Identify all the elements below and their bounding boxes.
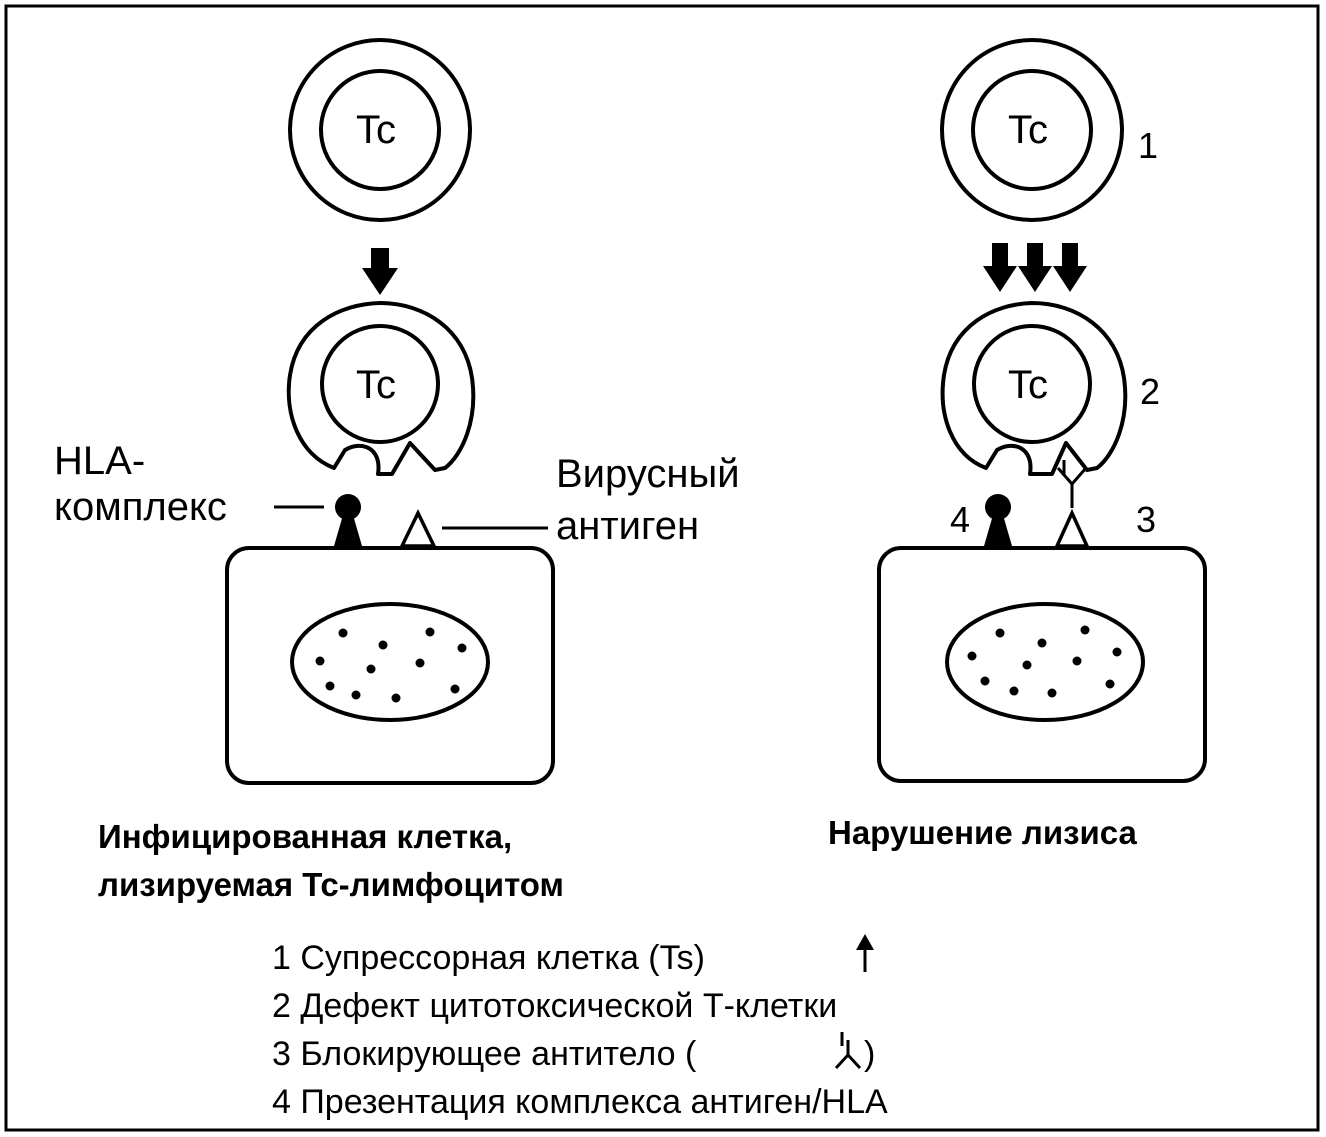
marker-3: 3 [1136, 499, 1157, 540]
tc-label-right-top: Tc [1008, 108, 1048, 152]
virus-label-line1: Вирусный [556, 452, 740, 496]
caption-left-line2: лизируемая Тс-лимфоцитом [98, 866, 564, 903]
tc-label-right-bottom: Tc [1008, 363, 1048, 407]
marker-2: 2 [1140, 371, 1161, 412]
left-viral-antigen-icon [399, 508, 437, 548]
legend-item-3-close: ) [864, 1035, 876, 1073]
caption-left-line1: Инфицированная клетка, [98, 818, 513, 855]
left-top-tc-cell [288, 38, 472, 222]
right-viral-antigen-icon [1054, 508, 1090, 548]
left-hla-complex-icon [334, 494, 362, 546]
legend-up-arrow-icon [856, 934, 874, 972]
right-infected-cell [877, 546, 1207, 783]
right-bottom-tc-cell [940, 301, 1128, 476]
legend-antibody-icon [834, 1032, 862, 1070]
virus-label-line2: антиген [556, 504, 700, 548]
left-arrow-icon [362, 248, 398, 295]
tc-label-left-bottom: Tc [356, 363, 396, 407]
right-hla-complex-icon [984, 494, 1012, 546]
legend-item-4: 4 Презентация комплекса антиген/HLA [272, 1083, 888, 1121]
right-top-tc-cell [940, 38, 1124, 222]
left-infected-cell [225, 546, 555, 785]
hla-label-line2: комплекс [54, 485, 227, 529]
caption-right: Нарушение лизиса [828, 814, 1137, 851]
hla-label-line1: HLA- [54, 439, 146, 483]
diagram-border [4, 4, 1320, 1132]
legend-item-3: 3 Блокирующее антитело ( [272, 1035, 697, 1073]
left-bottom-tc-cell [286, 301, 476, 476]
marker-4: 4 [950, 499, 971, 540]
legend-item-2: 2 Дефект цитотоксической Т-клетки [272, 987, 838, 1025]
marker-1: 1 [1138, 125, 1159, 166]
tc-label-left-top: Tc [356, 108, 396, 152]
right-triple-arrow-icon [983, 243, 1087, 292]
blocking-antibody-icon [1056, 460, 1088, 508]
legend-item-1: 1 Супрессорная клетка (Ts) [272, 939, 705, 977]
